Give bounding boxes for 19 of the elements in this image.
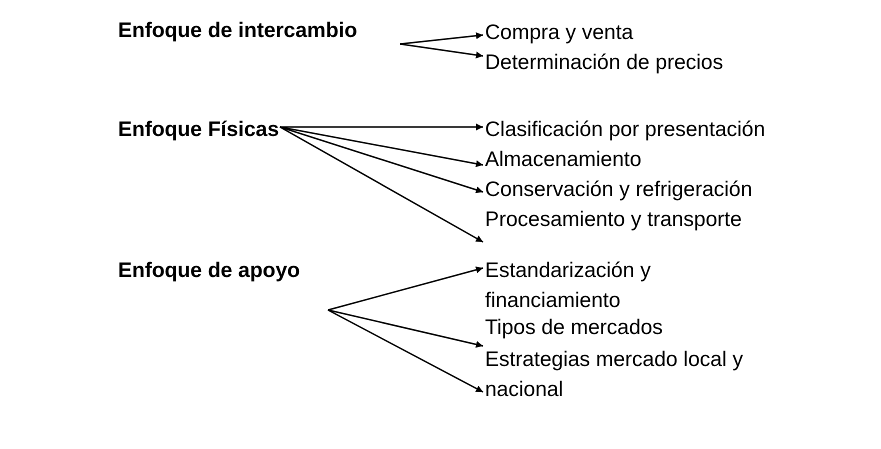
item-text: Clasificación por presentación [485,115,875,145]
arrow [400,43,484,58]
arrow [328,309,484,393]
category-heading: Enfoque de apoyo [118,256,328,314]
arrow [280,126,484,243]
arrow [280,124,483,130]
arrow [328,309,484,348]
item-text: Procesamiento y transporte [485,205,865,245]
item-text: Compra y venta [485,18,785,48]
arrow [280,126,484,168]
arrow [400,32,484,45]
item-text: Estandarización y financiamiento [485,256,785,316]
item-text: Almacenamiento [485,145,785,175]
category-heading: Enfoque de intercambio [118,16,400,46]
item-text: Determinación de precios [485,48,835,78]
item-text: Conservación y refrigeración [485,175,865,205]
arrow [280,126,484,194]
category-heading: Enfoque Físicas [118,115,280,145]
arrow [328,266,484,311]
